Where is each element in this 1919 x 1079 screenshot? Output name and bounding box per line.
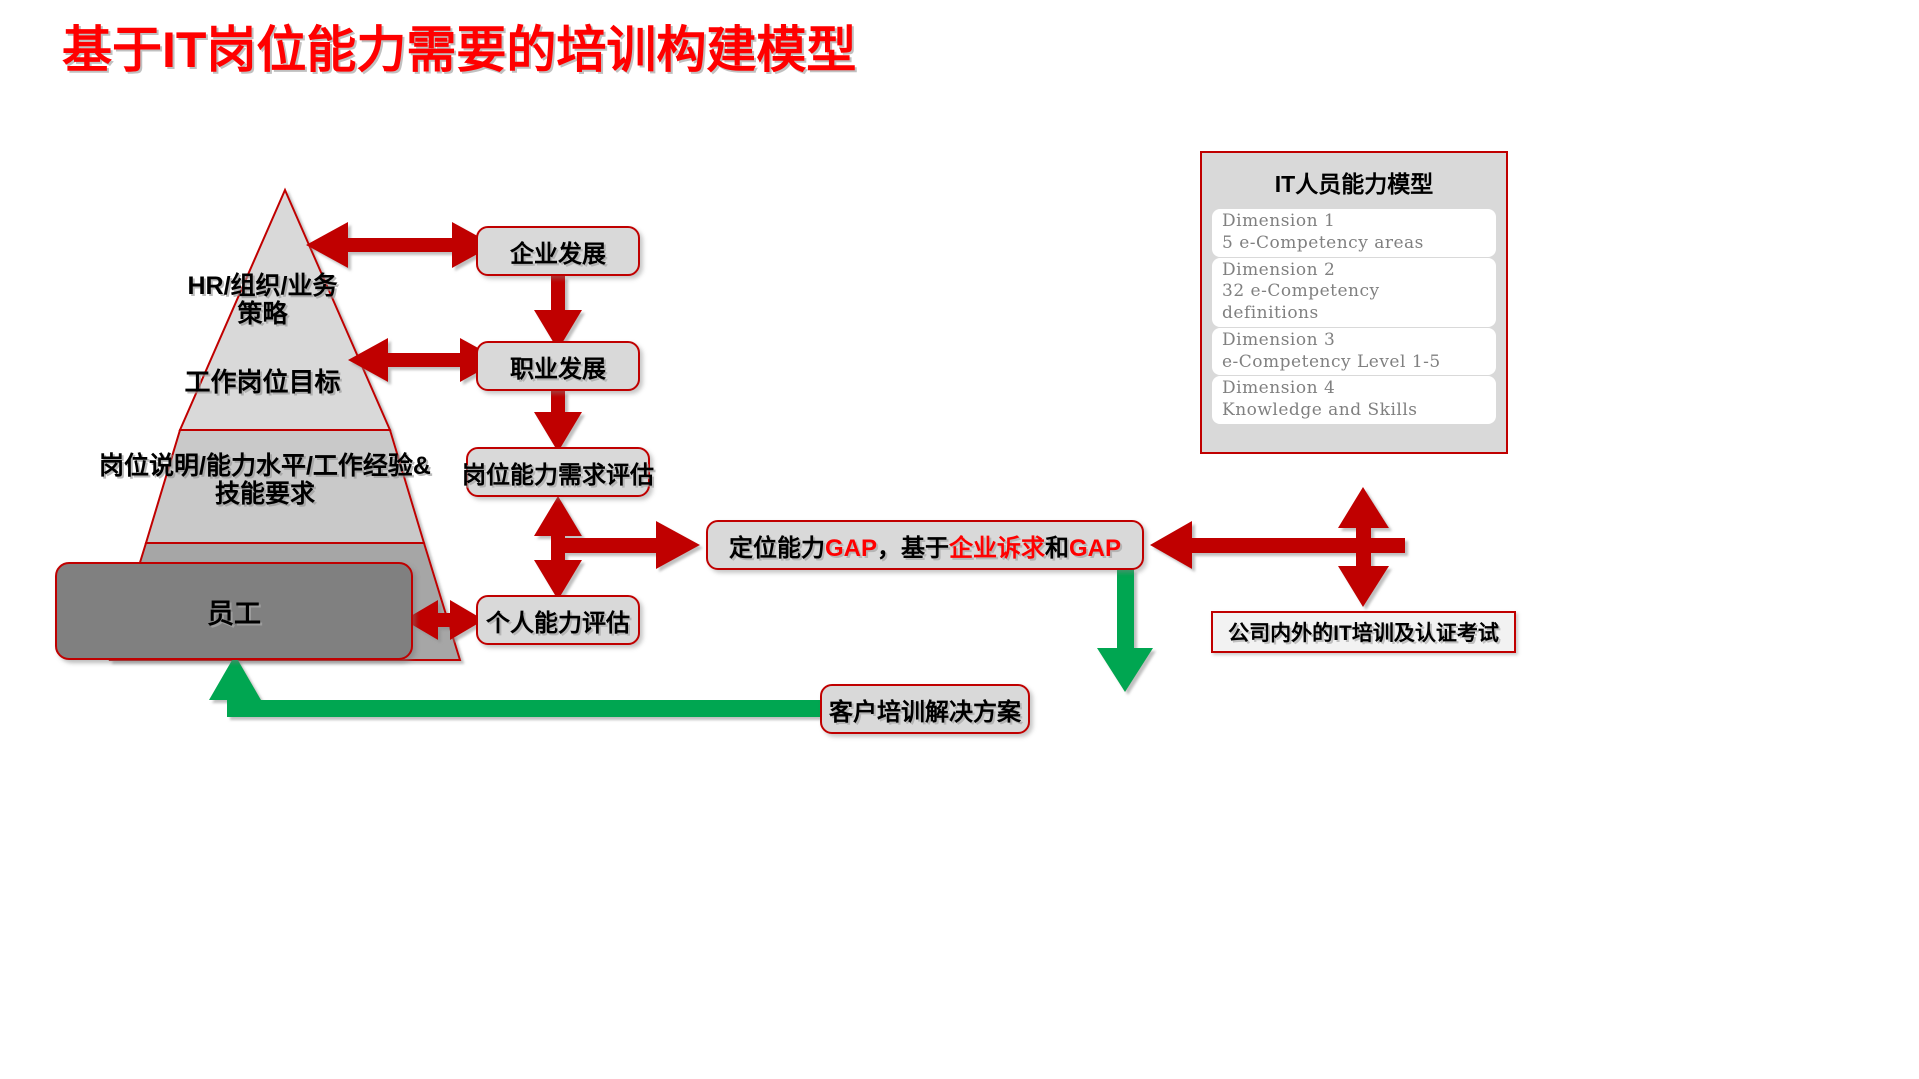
gap-text-part-2: GAP xyxy=(824,534,877,562)
dimension-name: Dimension 4 xyxy=(1222,378,1336,399)
arrow-jobreq-personal xyxy=(534,496,582,600)
box-customer-training-solution[interactable]: 客户培训解决方案 xyxy=(820,684,1030,734)
box-competency-gap[interactable]: 定位能力GAP，基于企业诉求和GAP xyxy=(706,520,1144,570)
pyramid-tier-2-label: 工作岗位目标 xyxy=(184,367,341,397)
dimension-name: Dimension 1 xyxy=(1222,211,1336,231)
box-enterprise-development-label: 企业发展 xyxy=(510,240,606,268)
dimension-detail: Knowledge and Skills xyxy=(1222,400,1418,420)
arrow-solution-employee xyxy=(209,655,822,717)
gap-text-part-3: ，基于 xyxy=(877,534,949,562)
dimension-item[interactable]: Dimension 3 e-Competency Level 1-5 xyxy=(1212,327,1496,376)
arrow-enterprise-career xyxy=(534,276,582,350)
employee-base-label: 员工 xyxy=(207,598,261,629)
pyramid-tier-1-label: HR/组织/业务 策略 xyxy=(187,272,338,328)
gap-text-part-1: 定位能力 xyxy=(728,534,825,562)
box-personal-competency-assessment-label: 个人能力评估 xyxy=(486,609,630,637)
page-title: 基于IT岗位能力需要的培训构建模型 xyxy=(62,22,857,78)
arrow-tier1-enterprise xyxy=(306,222,494,268)
box-career-development[interactable]: 职业发展 xyxy=(476,341,640,391)
box-customer-training-solution-label: 客户培训解决方案 xyxy=(829,698,1021,726)
gap-text-part-5: 和 xyxy=(1045,534,1069,562)
box-job-competency-assessment[interactable]: 岗位能力需求评估 xyxy=(462,447,654,497)
box-career-development-label: 职业发展 xyxy=(510,355,606,383)
arrow-panel-training xyxy=(1338,487,1389,607)
dimension-name: Dimension 2 xyxy=(1222,259,1336,280)
arrow-career-jobreq xyxy=(534,391,582,452)
dimension-detail: e-Competency Level 1-5 xyxy=(1222,351,1441,372)
dimension-item[interactable]: Dimension 2 32 e-Competency definitions xyxy=(1212,257,1496,327)
arrow-to-gap xyxy=(560,521,700,569)
employee-base-box[interactable]: 员工 xyxy=(55,562,413,660)
box-job-competency-assessment-label: 岗位能力需求评估 xyxy=(462,461,654,489)
box-enterprise-development[interactable]: 企业发展 xyxy=(476,226,640,276)
arrow-employee-personal xyxy=(404,600,484,640)
dimension-name: Dimension 3 xyxy=(1222,329,1336,350)
dimension-item[interactable]: Dimension 4 Knowledge and Skills xyxy=(1212,376,1496,424)
gap-text-part-6: GAP xyxy=(1069,534,1122,562)
dimension-detail: 32 e-Competency definitions xyxy=(1222,281,1380,323)
gap-text-part-4: 企业诉求 xyxy=(949,534,1045,562)
arrow-training-to-gap xyxy=(1150,521,1405,569)
it-competency-model-panel: IT人员能力模型 Dimension 1 5 e-Competency area… xyxy=(1200,151,1508,454)
dimension-detail: 5 e-Competency areas xyxy=(1222,232,1424,253)
box-it-training-certification[interactable]: 公司内外的IT培训及认证考试 xyxy=(1211,611,1516,653)
arrow-gap-solution xyxy=(1097,569,1153,692)
box-competency-gap-text: 定位能力GAP，基于企业诉求和GAP xyxy=(729,528,1121,563)
box-it-training-certification-label: 公司内外的IT培训及认证考试 xyxy=(1228,622,1499,645)
box-personal-competency-assessment[interactable]: 个人能力评估 xyxy=(476,595,640,645)
dimension-item[interactable]: Dimension 1 5 e-Competency areas xyxy=(1212,209,1496,257)
it-competency-model-title: IT人员能力模型 xyxy=(1274,171,1434,197)
pyramid-tier-3-label: 岗位说明/能力水平/工作经验& 技能要求 xyxy=(99,452,431,508)
